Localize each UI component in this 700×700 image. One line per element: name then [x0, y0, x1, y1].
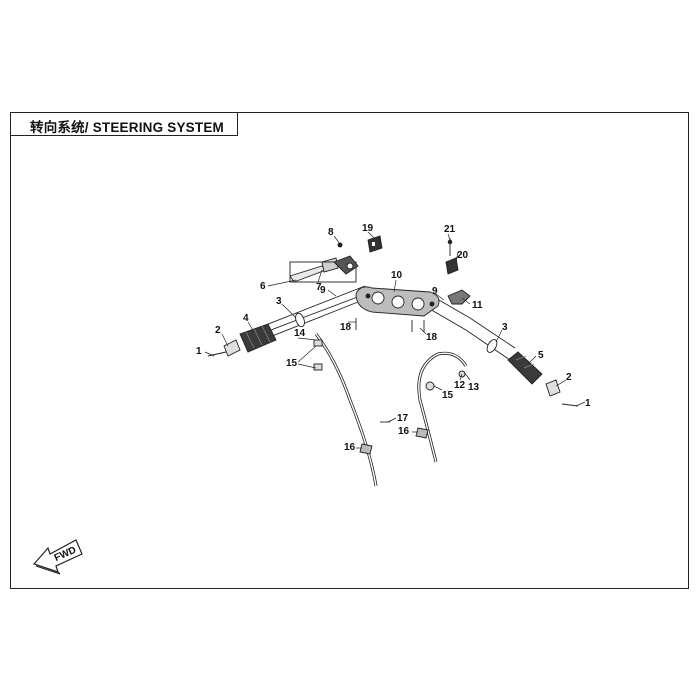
callout-16-right: 16 — [398, 426, 410, 437]
right-bar-end — [545, 379, 579, 407]
callout-7: 7 — [316, 282, 322, 293]
callout-2-right: 2 — [566, 372, 572, 383]
callout-15-right: 15 — [442, 390, 454, 401]
callout-11: 11 — [472, 300, 483, 311]
callout-labels: 1 2 4 3 6 7 8 9 10 19 9 11 21 20 18 18 1… — [196, 223, 591, 453]
callout-17: 17 — [397, 413, 409, 424]
master-cylinder — [333, 242, 359, 275]
handlebar — [247, 285, 516, 361]
callout-8: 8 — [328, 227, 334, 238]
callout-21: 21 — [444, 224, 456, 235]
callout-9-right: 9 — [432, 286, 438, 297]
callout-6: 6 — [260, 281, 266, 292]
brake-lever — [289, 257, 357, 283]
throttle-assembly — [445, 238, 471, 305]
callout-18-right: 18 — [426, 332, 438, 343]
right-cable — [415, 351, 468, 463]
left-grip — [239, 323, 277, 353]
right-grip — [507, 351, 543, 385]
callout-10: 10 — [391, 270, 403, 281]
callout-13: 13 — [468, 382, 480, 393]
callout-2-left: 2 — [215, 325, 221, 336]
callout-16-left: 16 — [344, 442, 356, 453]
handlebar-clamp — [355, 286, 440, 317]
title-box — [10, 112, 238, 136]
callout-3-right: 3 — [502, 322, 508, 333]
callout-1-left: 1 — [196, 346, 202, 357]
clamp-bolts — [355, 318, 425, 332]
diagram-frame — [10, 112, 689, 589]
page-title: 转向系统/ STEERING SYSTEM — [30, 120, 224, 135]
leader-lines — [204, 231, 586, 449]
callout-4: 4 — [243, 313, 249, 324]
callout-18-left: 18 — [340, 322, 352, 333]
left-cable — [313, 333, 390, 487]
callout-15-left: 15 — [286, 358, 298, 369]
callout-20: 20 — [457, 250, 469, 261]
callout-14: 14 — [294, 328, 306, 339]
fwd-arrow: FWD — [32, 539, 83, 575]
callout-1-right: 1 — [585, 398, 591, 409]
callout-12: 12 — [454, 380, 466, 391]
callout-19: 19 — [362, 223, 374, 234]
callout-5: 5 — [538, 350, 544, 361]
callout-9-left: 9 — [320, 285, 326, 296]
switch-housing — [367, 235, 383, 253]
left-bar-end — [207, 339, 241, 357]
callout-3-left: 3 — [276, 296, 282, 307]
